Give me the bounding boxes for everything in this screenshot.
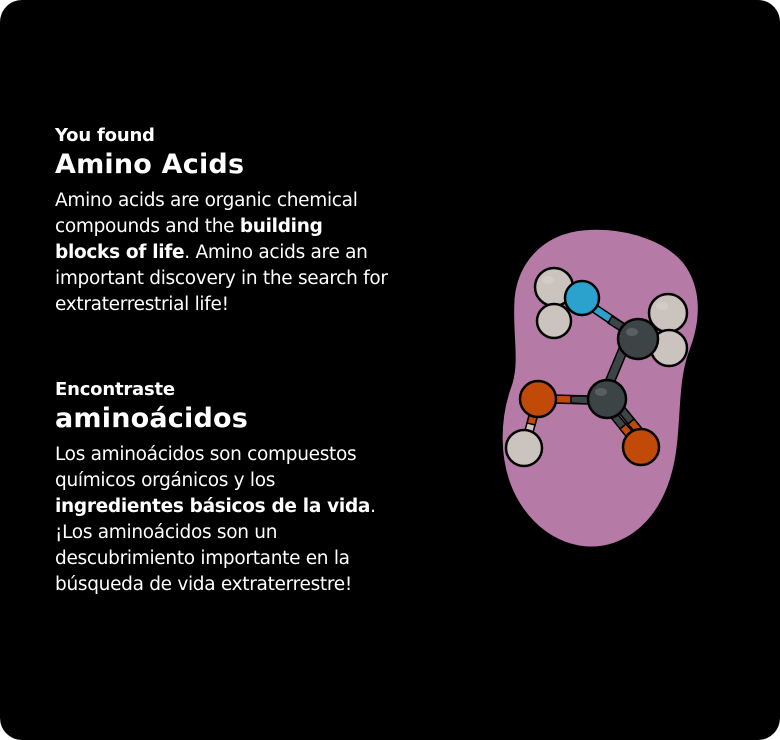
molecule-atoms xyxy=(504,266,689,468)
hydrogen-atom xyxy=(504,428,544,468)
spanish-body-start: Los aminoácidos son compuestos químicos … xyxy=(55,444,357,491)
english-body-highlight: building blocks of life xyxy=(55,216,323,263)
oxygen-atom xyxy=(518,379,558,419)
spanish-body-highlight: ingredientes básicos de la vida xyxy=(55,496,371,517)
spanish-kicker: Encontraste xyxy=(55,379,175,400)
amino-acid-molecule-illustration xyxy=(500,227,701,549)
english-body-start: Amino acids are organic chemical compoun… xyxy=(55,190,358,237)
spanish-body-end: . ¡Los aminoácidos son un descubrimiento… xyxy=(55,496,376,595)
english-title: Amino Acids xyxy=(55,149,245,180)
english-description: Amino acids are organic chemical compoun… xyxy=(55,188,390,318)
oxygen-atom xyxy=(621,427,661,467)
spanish-section: Encontraste aminoácidos Los aminoácidos … xyxy=(55,378,390,598)
nitrogen-atom xyxy=(563,279,601,317)
english-section: You found Amino Acids Amino acids are or… xyxy=(55,124,390,318)
spanish-title: aminoácidos xyxy=(55,403,249,434)
english-body-end: . Amino acids are an important discovery… xyxy=(55,242,388,315)
atom-highlights xyxy=(542,276,668,396)
hydrogen-atom xyxy=(535,302,573,340)
carbon-atom xyxy=(616,317,660,361)
english-kicker: You found xyxy=(55,125,155,146)
spanish-description: Los aminoácidos son compuestos químicos … xyxy=(55,442,390,598)
carbon-atom xyxy=(586,378,628,420)
